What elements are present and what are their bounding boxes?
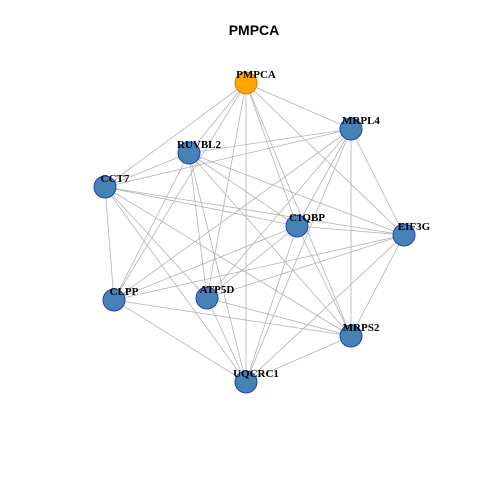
node-uqcrc1 (234, 370, 258, 394)
edge-ruvbl2-clpp (113, 152, 190, 301)
node-pmpca (234, 71, 258, 95)
edge-atp5d-mrps2 (206, 297, 352, 337)
node-ruvbl2 (177, 141, 201, 165)
edge-pmpca-cct7 (104, 82, 247, 188)
diagram-title: PMPCA (229, 22, 280, 38)
edge-eif3g-mrps2 (350, 234, 405, 337)
edge-c1qbp-uqcrc1 (245, 225, 298, 383)
edge-mrpl4-uqcrc1 (245, 128, 352, 383)
edge-eif3g-clpp (113, 234, 405, 301)
edge-c1qbp-atp5d (206, 225, 298, 299)
node-label-mrps2: MRPS2 (343, 322, 380, 334)
edge-mrps2-uqcrc1 (245, 335, 352, 383)
node-label-eif3g: EIF3G (398, 221, 431, 233)
edge-pmpca-ruvbl2 (188, 82, 247, 154)
node-label-cct7: CCT7 (101, 173, 130, 185)
edge-mrpl4-ruvbl2 (188, 128, 352, 154)
edge-cct7-mrps2 (104, 186, 352, 337)
edge-ruvbl2-uqcrc1 (188, 152, 247, 383)
node-mrps2 (339, 324, 363, 348)
node-atp5d (195, 286, 219, 310)
edge-layer (104, 82, 405, 383)
edge-mrpl4-c1qbp (296, 128, 352, 227)
edge-cct7-atp5d (104, 186, 208, 299)
edge-cct7-eif3g (104, 186, 405, 236)
edge-ruvbl2-mrps2 (188, 152, 352, 337)
edge-pmpca-mrpl4 (245, 82, 352, 130)
node-label-c1qbp: C1QBP (289, 212, 325, 224)
edge-clpp-mrps2 (113, 299, 352, 337)
edge-c1qbp-eif3g (296, 225, 405, 236)
edge-cct7-uqcrc1 (104, 186, 247, 383)
edge-mrpl4-eif3g (350, 128, 405, 236)
node-label-pmpca: PMPCA (236, 69, 276, 81)
edge-ruvbl2-cct7 (104, 152, 190, 188)
node-cct7 (93, 175, 117, 199)
node-label-clpp: CLPP (110, 286, 139, 298)
edge-pmpca-atp5d (206, 82, 247, 299)
node-label-uqcrc1: UQCRC1 (233, 368, 279, 380)
edge-atp5d-uqcrc1 (206, 297, 247, 383)
edge-ruvbl2-eif3g (188, 152, 405, 236)
edge-eif3g-atp5d (206, 234, 405, 299)
edge-ruvbl2-c1qbp (188, 152, 298, 227)
edge-c1qbp-clpp (113, 225, 298, 301)
node-label-atp5d: ATP5D (200, 284, 235, 296)
edge-eif3g-uqcrc1 (245, 234, 405, 383)
node-clpp (102, 288, 126, 312)
edge-c1qbp-mrps2 (296, 225, 352, 337)
edge-pmpca-mrps2 (245, 82, 352, 337)
edge-pmpca-c1qbp (245, 82, 298, 227)
edge-clpp-uqcrc1 (113, 299, 247, 383)
node-eif3g (392, 223, 416, 247)
node-label-mrpl4: MRPL4 (342, 115, 380, 127)
node-label-ruvbl2: RUVBL2 (177, 139, 222, 151)
node-c1qbp (285, 214, 309, 238)
edge-pmpca-clpp (113, 82, 247, 301)
edge-cct7-clpp (104, 186, 115, 301)
edge-ruvbl2-atp5d (188, 152, 208, 299)
edge-mrpl4-cct7 (104, 128, 352, 188)
node-mrpl4 (339, 117, 363, 141)
edge-mrpl4-clpp (113, 128, 352, 301)
edge-cct7-c1qbp (104, 186, 298, 227)
node-layer (93, 71, 416, 394)
